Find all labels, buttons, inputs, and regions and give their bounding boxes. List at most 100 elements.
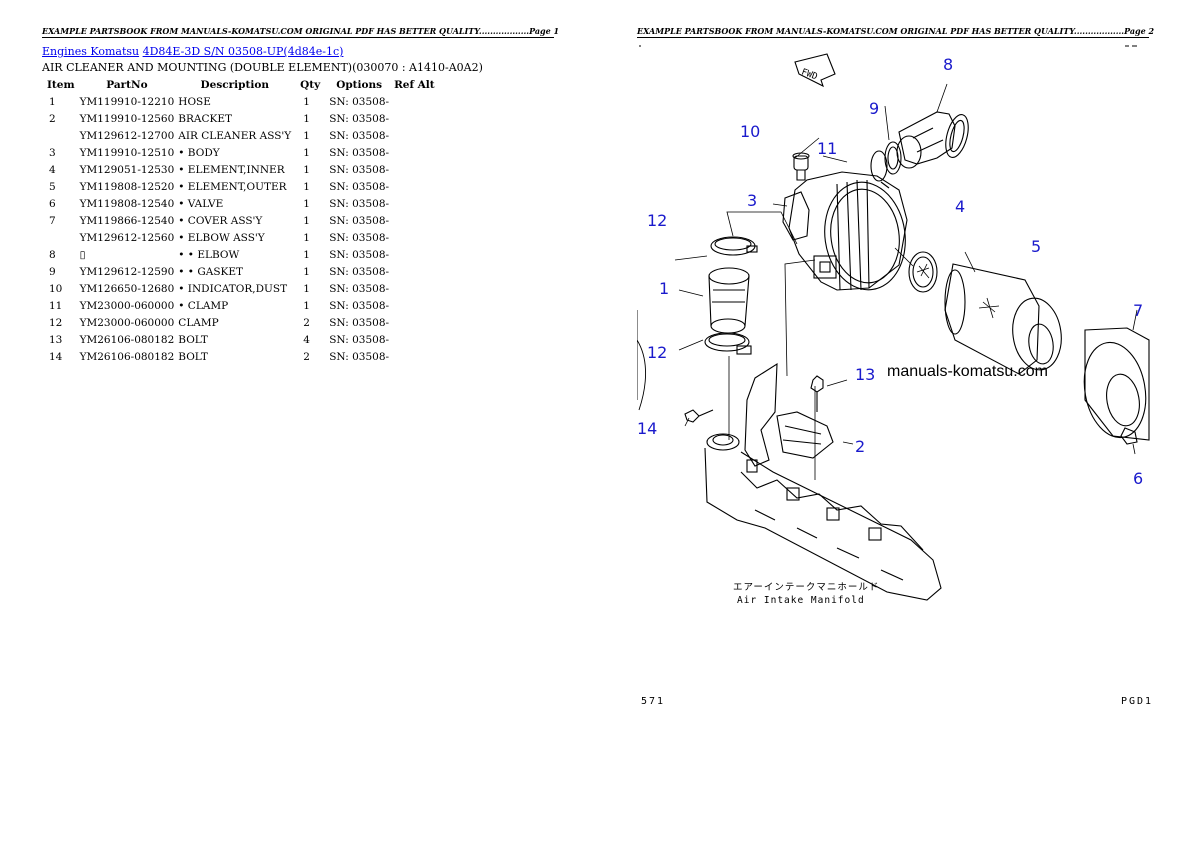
clamp-part-12-bottom [704,332,752,355]
breadcrumb-link-engines[interactable]: Engines Komatsu [42,45,140,58]
cell-refalt [391,212,438,229]
gasket-part [884,141,902,175]
clamp-part-11 [870,150,888,182]
cell-description: • • GASKET [178,265,244,278]
cell-partno: YM119808-12540 [79,197,175,210]
cell-description: HOSE [178,95,211,108]
callout-10: 10 [740,122,760,141]
callout-7: 7 [1133,301,1143,320]
cell-partno: YM129612-12700 [79,129,175,142]
cell-partno: YM119910-12510 [79,146,175,159]
intake-manifold [637,310,942,601]
callout-14: 14 [637,419,657,438]
cell-partno: ▯ [79,248,86,261]
cell-partno: YM119910-12210 [79,95,175,108]
cell-partno: YM23000-060000 [79,299,175,312]
cell-refalt [391,110,438,127]
cell-description: CLAMP [178,316,219,329]
cell-options: SN: 03508- [329,214,390,227]
cell-refalt [391,348,438,365]
cell-item: 5 [49,180,56,193]
cell-item: 2 [49,112,56,125]
cell-description: AIR CLEANER ASS'Y [178,129,292,142]
cell-options: SN: 03508- [329,163,390,176]
callout-8: 8 [943,55,953,74]
cell-options: SN: 03508- [329,146,390,159]
cell-partno: YM119910-12560 [79,112,175,125]
cell-options: SN: 03508- [329,248,390,261]
diagram-caption-jp: エアーインテークマニホールド [733,582,879,593]
cell-item: 10 [49,282,63,295]
cell-refalt [391,144,438,161]
cell-qty: 1 [303,146,310,159]
cell-description: • CLAMP [178,299,229,312]
cell-options: SN: 03508- [329,265,390,278]
cell-options: SN: 03508- [329,231,390,244]
left-page: EXAMPLE PARTSBOOK FROM MANUALS-KOMATSU.C… [42,26,559,365]
cell-description: • COVER ASS'Y [178,214,263,227]
cell-partno: YM129051-12530 [79,163,175,176]
clamp-part-12-top [710,236,758,256]
valve-part [1120,427,1138,445]
cell-qty: 1 [303,265,310,278]
cell-item: 8 [49,248,56,261]
cell-refalt [391,127,438,144]
parts-table: Item PartNo Description Qty Options Ref … [44,77,438,365]
cell-description: BRACKET [178,112,233,125]
cell-refalt [391,280,438,297]
cell-refalt [391,314,438,331]
cell-description: BOLT [178,350,208,363]
cell-partno: YM129612-12590 [79,265,175,278]
cell-partno: YM119866-12540 [79,214,175,227]
col-header-options: Options [336,79,383,91]
parts-diagram: FWD [637,45,1150,606]
fwd-label: FWD [800,67,819,82]
header-rule [637,37,1149,38]
cell-refalt [391,161,438,178]
cell-qty: 2 [303,350,310,363]
cell-refalt [391,297,438,314]
callout-12-top: 12 [647,211,667,230]
callout-1: 1 [659,279,669,298]
cell-item: 6 [49,197,56,210]
cell-partno: YM26106-080182 [79,333,175,346]
col-header-qty: Qty [300,79,321,91]
dust-indicator-part [792,152,810,181]
fwd-arrow-icon: FWD [794,53,836,88]
cell-options: SN: 03508- [329,316,390,329]
bolt-part-14 [684,409,714,423]
callout-13: 13 [855,365,875,384]
cell-refalt [391,178,438,195]
callout-5: 5 [1031,237,1041,256]
cell-item: 13 [49,333,63,346]
cell-refalt [391,263,438,280]
cell-partno: YM26106-080182 [79,350,175,363]
cell-qty: 1 [303,248,310,261]
cell-options: SN: 03508- [329,129,390,142]
cell-qty: 1 [303,163,310,176]
breadcrumb-link-model[interactable]: 4D84E-3D S/N 03508-UP(4d84e-1c) [142,45,344,58]
col-header-description: Description [200,79,269,91]
cell-options: SN: 03508- [329,95,390,108]
cell-item: 14 [49,350,63,363]
cell-item: 7 [49,214,56,227]
cell-qty: 1 [303,197,310,210]
cell-partno: YM23000-060000 [79,316,175,329]
cell-refalt [391,229,438,246]
cover-part [1083,327,1150,441]
inner-element-part [908,251,938,293]
